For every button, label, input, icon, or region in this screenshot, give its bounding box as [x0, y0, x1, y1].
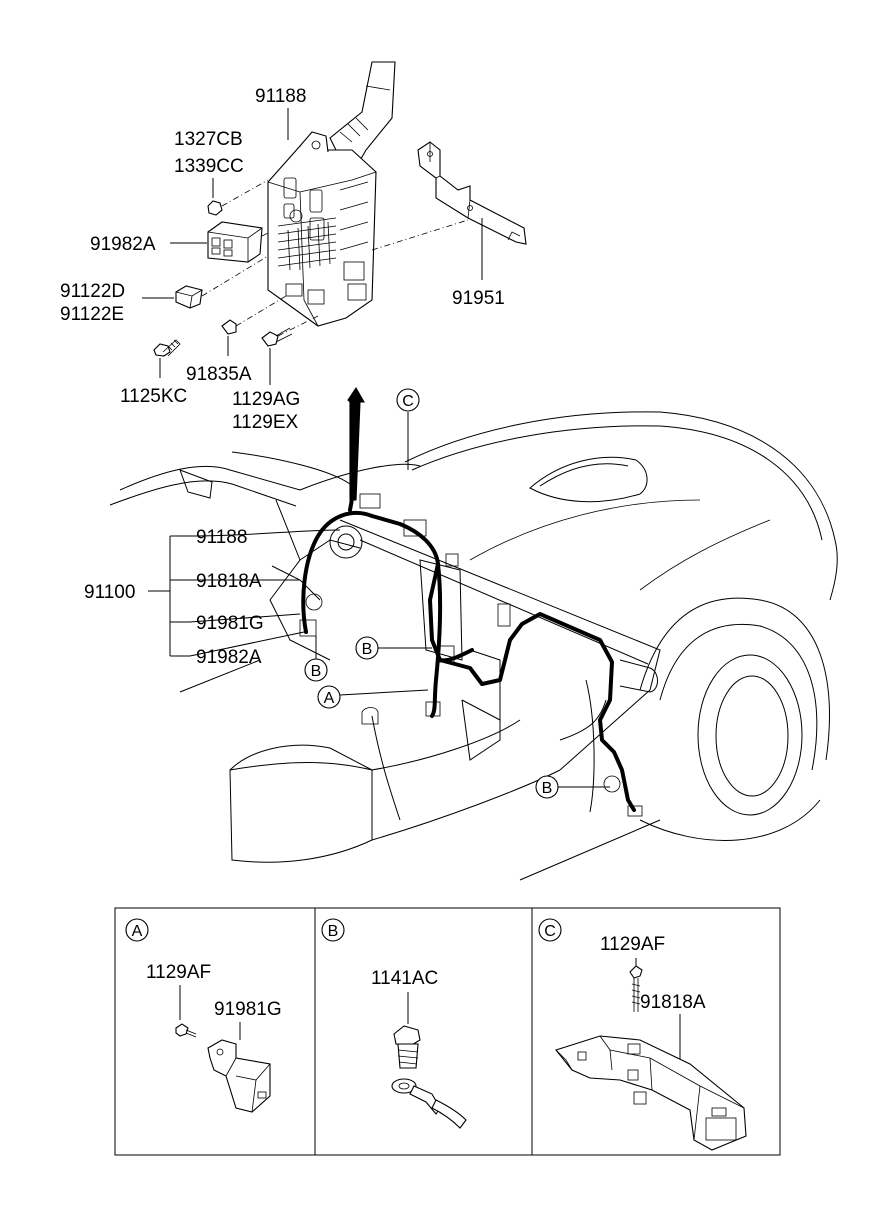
- detail-a-label-91981g: 91981G: [214, 999, 282, 1020]
- label-91188: 91188: [255, 86, 306, 107]
- top-part-labels: 91188 1327CB 1339CC 91982A 91122D 91122E…: [60, 86, 505, 433]
- label-1339cc: 1339CC: [174, 156, 244, 177]
- vehicle-body-outline: [109, 411, 838, 881]
- callout-c-top: C: [402, 393, 414, 410]
- label-harness-91188: 91188: [196, 527, 247, 548]
- callout-b-center: B: [362, 641, 373, 658]
- detail-b-label-1141ac: 1141AC: [371, 968, 438, 989]
- label-harness-91981g: 91981G: [196, 613, 264, 634]
- detail-b-letter: B: [328, 923, 339, 940]
- detail-b: B 1141AC: [321, 918, 467, 1129]
- label-1125kc: 1125KC: [120, 386, 187, 407]
- label-1327cb: 1327CB: [174, 129, 243, 150]
- middle-leader-lines: [148, 412, 610, 788]
- label-1129ex: 1129EX: [232, 412, 299, 433]
- detail-c-label-91818a: 91818A: [640, 992, 706, 1013]
- top-leader-lines: [142, 108, 483, 385]
- detail-a-letter: A: [132, 923, 143, 940]
- label-91835a: 91835A: [186, 364, 252, 385]
- junction-box-assembly: [153, 61, 527, 357]
- detail-c-label-1129af: 1129AF: [600, 934, 665, 955]
- callout-b-right: B: [542, 780, 553, 797]
- label-harness-91982a: 91982A: [196, 647, 262, 668]
- detail-c: C 1129AF 91818A: [538, 918, 747, 1151]
- callout-a-center: A: [324, 690, 335, 707]
- callout-b-left: B: [311, 663, 322, 680]
- label-1129ag: 1129AG: [232, 389, 300, 410]
- label-91100: 91100: [84, 582, 135, 603]
- detail-a-label-1129af: 1129AF: [146, 962, 211, 983]
- harness-part-labels: 91100 91188 91818A 91981G 91982A: [84, 527, 264, 668]
- label-harness-91818a: 91818A: [196, 571, 262, 592]
- label-91951: 91951: [452, 288, 505, 309]
- detail-a: A 1129AF 91981G: [125, 918, 282, 1113]
- main-wiring-harness: [301, 418, 636, 812]
- label-91122d: 91122D: [60, 281, 125, 302]
- detail-c-letter: C: [544, 923, 556, 940]
- label-91982a: 91982A: [90, 234, 156, 255]
- middle-callouts: C B B A B: [304, 388, 559, 799]
- label-91122e: 91122E: [60, 304, 124, 325]
